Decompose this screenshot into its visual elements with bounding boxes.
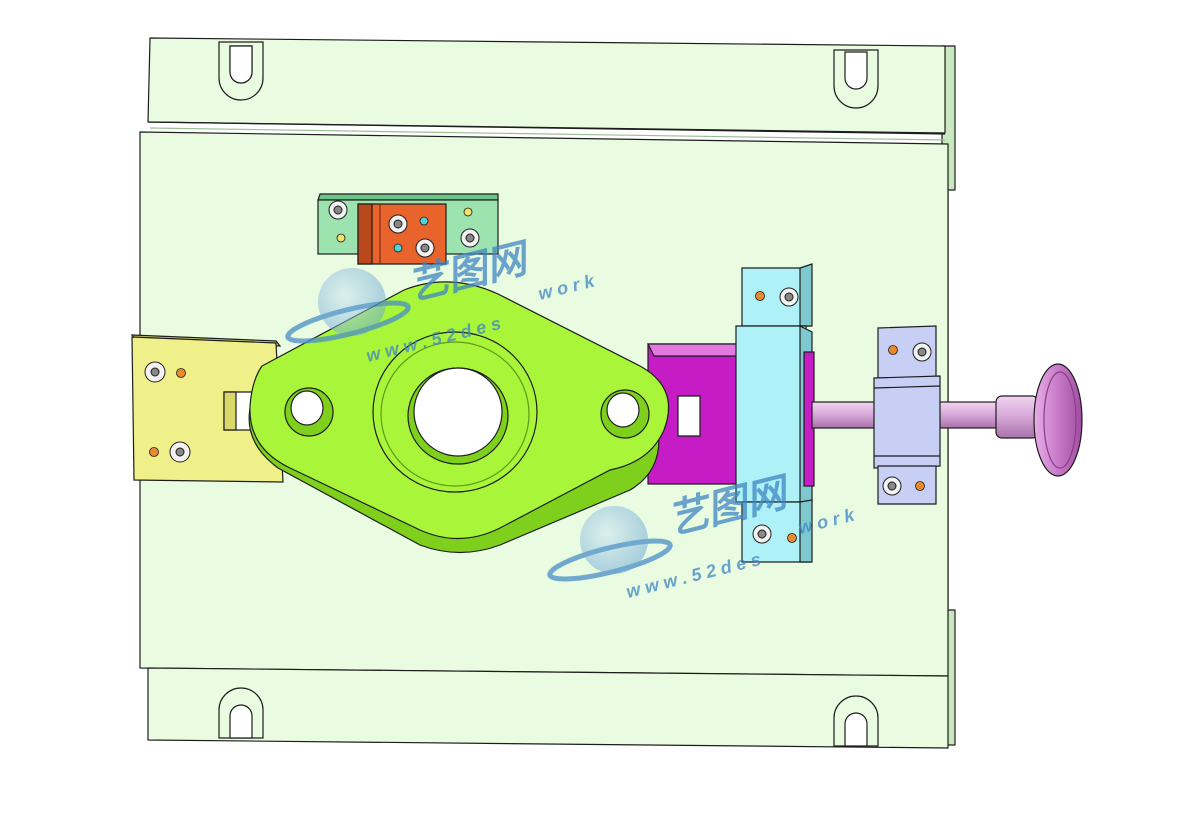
dowel-pin-icon (915, 481, 925, 491)
screws (144, 200, 932, 544)
dowel-pin-icon (787, 533, 797, 543)
dowel-pin-icon (755, 291, 765, 301)
guide-bar (735, 263, 815, 563)
dowel-pins (149, 207, 925, 543)
socket-head-screw-icon (415, 238, 435, 258)
u-slot-icon (229, 45, 253, 84)
u-slot-icon (844, 51, 868, 90)
watermark-globe-icon (285, 268, 411, 344)
top-flange (147, 37, 946, 134)
dowel-pin-icon (336, 233, 346, 243)
flange-groove-2 (149, 127, 946, 141)
socket-head-screw-icon (328, 200, 348, 220)
u-slots (218, 41, 879, 747)
socket-head-screw-icon (882, 476, 902, 496)
knob (1033, 363, 1083, 477)
socket-head-screw-icon (752, 524, 772, 544)
pusher-notch (677, 395, 701, 437)
u-slot-icon (229, 704, 253, 739)
socket-head-screw-icon (169, 441, 191, 463)
dowel-pin-icon (393, 243, 403, 253)
dowel-pin-icon (463, 207, 473, 217)
socket-head-screw-icon (388, 214, 408, 234)
pusher-block (647, 343, 746, 485)
watermark-globe-icon (547, 506, 673, 582)
flange-groove (147, 121, 946, 135)
workpiece (248, 281, 670, 554)
socket-head-screw-icon (460, 228, 480, 248)
shaft-collar (995, 395, 1039, 439)
dowel-pin-icon (419, 216, 429, 226)
socket-head-screw-icon (144, 361, 166, 383)
socket-head-screw-icon (779, 287, 799, 307)
dowel-pin-icon (176, 368, 186, 378)
dowel-pin-icon (149, 447, 159, 457)
socket-head-screw-icon (912, 342, 932, 362)
u-slot-icon (844, 712, 868, 747)
dowel-pin-icon (888, 345, 898, 355)
bottom-flange (147, 667, 949, 749)
